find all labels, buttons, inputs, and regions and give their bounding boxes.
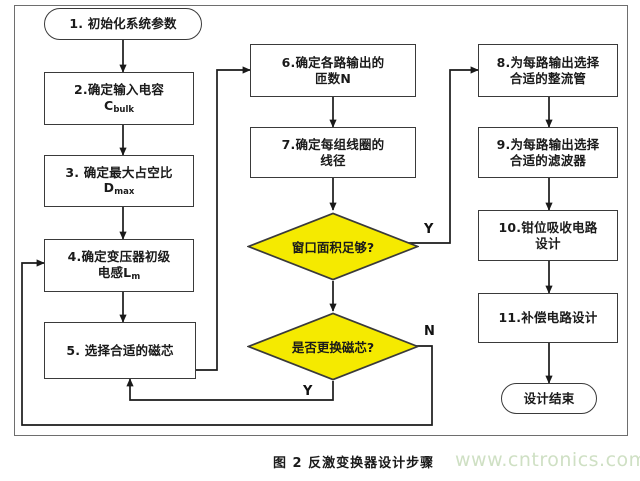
node-step-10-line2: 设计 [535,235,561,251]
branch-label-d1-yes: Y [424,222,434,237]
node-step-3[interactable]: 3. 确定最大占空比 Dmax [44,155,194,207]
node-step-9-line2: 合适的滤波器 [509,152,587,168]
node-step-4-line2: 电感Lm [68,265,171,282]
node-step-4-symbol: 电感L [97,264,132,280]
node-step-8-line1: 8.为每路输出选择 [496,55,600,71]
node-step-4-line1: 4.确定变压器初级 [67,249,171,265]
node-step-7-line2: 线径 [320,152,346,168]
node-end-label: 设计结束 [523,390,575,406]
node-step-3-line2: Dmax [65,180,172,197]
node-step-2-subscript: bulk [113,104,135,115]
node-step-8-line2: 合适的整流管 [509,70,587,86]
node-step-10-line1: 10.钳位吸收电路 [498,220,598,236]
site-watermark: www.cntronics.com [455,449,640,471]
node-step-6-line2: 匝数N [314,70,352,86]
branch-label-d2-yes: Y [303,384,313,399]
node-decision-window-area-label: 窗口面积足够? [291,240,375,255]
node-end[interactable]: 设计结束 [501,383,597,414]
node-step-7-line1: 7.确定每组线圈的 [281,137,385,153]
node-start-label: 1. 初始化系统参数 [69,16,177,32]
diagram-border [14,5,628,436]
decision-diamond-shape-2 [247,312,419,381]
node-decision-change-core-label: 是否更换磁芯? [291,340,375,355]
node-decision-window-area[interactable]: 窗口面积足够? [247,212,419,281]
node-step-6-line1: 6.确定各路输出的 [281,55,385,71]
node-step-5[interactable]: 5. 选择合适的磁芯 [44,322,196,379]
node-step-4-subscript: m [131,271,141,282]
node-step-8[interactable]: 8.为每路输出选择 合适的整流管 [478,44,618,97]
branch-label-d2-no: N [424,324,435,339]
node-step-7[interactable]: 7.确定每组线圈的 线径 [250,127,416,178]
node-step-3-subscript: max [114,186,135,197]
node-step-4[interactable]: 4.确定变压器初级 电感Lm [44,239,194,292]
node-step-2[interactable]: 2.确定输入电容 Cbulk [44,72,194,125]
figure-caption: 图 2 反激变换器设计步骤 [273,456,435,471]
node-decision-change-core[interactable]: 是否更换磁芯? [247,312,419,381]
node-step-5-label: 5. 选择合适的磁芯 [66,342,174,358]
node-step-9-line1: 9.为每路输出选择 [496,137,600,153]
node-start[interactable]: 1. 初始化系统参数 [44,8,202,40]
node-step-9[interactable]: 9.为每路输出选择 合适的滤波器 [478,127,618,178]
node-step-3-line1: 3. 确定最大占空比 [65,164,173,180]
node-step-2-line2: Cbulk [74,98,164,115]
node-step-11[interactable]: 11.补偿电路设计 [478,293,618,343]
node-step-3-symbol: D [103,180,115,196]
node-step-2-line1: 2.确定输入电容 [73,82,165,98]
node-step-10[interactable]: 10.钳位吸收电路 设计 [478,210,618,261]
node-step-2-symbol: C [103,97,114,113]
node-step-11-label: 11.补偿电路设计 [498,310,598,326]
decision-diamond-shape [247,212,419,281]
node-step-6[interactable]: 6.确定各路输出的 匝数N [250,44,416,97]
